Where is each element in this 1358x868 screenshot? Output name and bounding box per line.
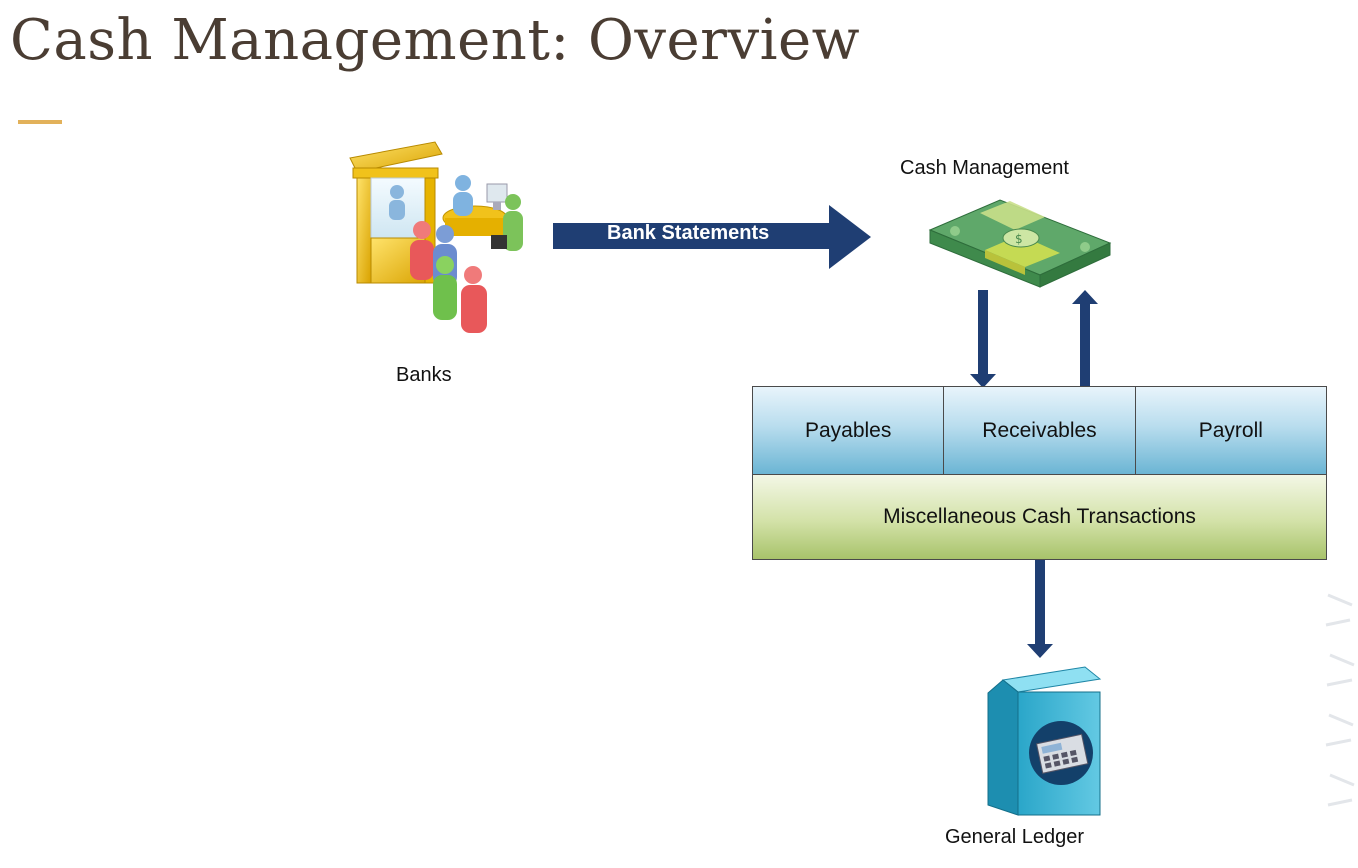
banks-label: Banks <box>396 364 452 386</box>
page-title: Cash Management: Overview <box>10 8 861 73</box>
arrow-down-to-general-ledger <box>1027 560 1053 658</box>
general-ledger-label: General Ledger <box>945 826 1084 848</box>
svg-text:$: $ <box>1015 232 1023 246</box>
title-accent-rule <box>18 120 62 124</box>
ledger-calculator-icon <box>985 665 1105 820</box>
module-misc-cash-transactions: Miscellaneous Cash Transactions <box>753 474 1326 559</box>
cash-management-label: Cash Management <box>900 157 1069 179</box>
decorative-edge-texture <box>1322 585 1358 835</box>
bank-statements-label: Bank Statements <box>607 222 770 244</box>
modules-table: Payables Receivables Payroll Miscellaneo… <box>752 386 1327 560</box>
module-receivables: Receivables <box>944 387 1136 474</box>
modules-top-row: Payables Receivables Payroll <box>753 387 1326 474</box>
money-stack-icon: $ <box>925 195 1115 290</box>
arrow-down-to-modules <box>970 290 996 388</box>
module-payroll: Payroll <box>1135 387 1326 474</box>
arrow-up-to-cash-management <box>1072 290 1098 388</box>
module-payables: Payables <box>753 387 945 474</box>
bank-statements-arrow <box>553 205 871 269</box>
bank-teller-people-icon <box>345 140 530 340</box>
